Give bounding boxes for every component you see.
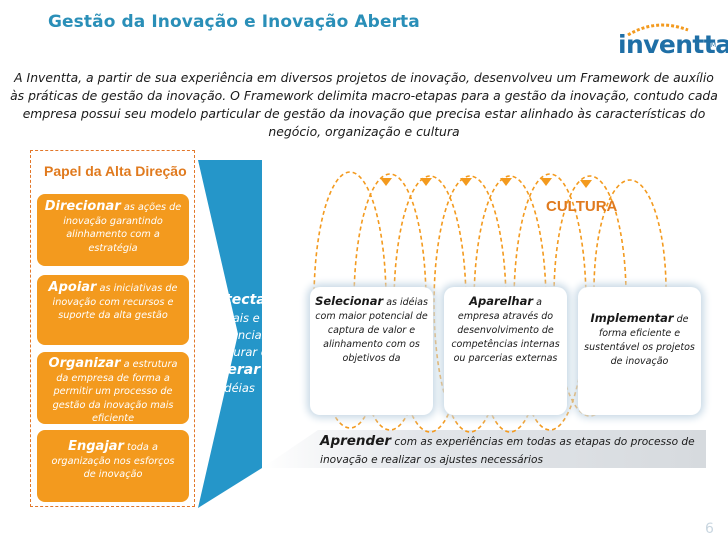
learn-key: Aprender	[320, 433, 392, 449]
stage-card-aparelhar: Aparelhar a empresa através do desenvolv…	[444, 287, 567, 415]
organizar-key: Organizar	[48, 356, 121, 371]
direcionar-key: Direcionar	[44, 199, 121, 214]
selecionar-key: Selecionar	[315, 294, 384, 308]
leadership-panel	[30, 150, 195, 507]
direcionar-box: Direcionar as ações de inovação garantin…	[37, 194, 189, 266]
logo-arc-icon	[627, 23, 689, 36]
inventta-logo: inventta TM	[618, 23, 728, 66]
engajar-box: Engajar toda a organização nos esforços …	[37, 430, 189, 502]
learn-text: Aprender com as experiências em todas as…	[320, 432, 700, 469]
aparelhar-text: a empresa através do desenvolvimento de …	[451, 297, 560, 364]
page-number: 6	[705, 521, 714, 537]
detect-line1: sinais e tendências,	[204, 311, 272, 342]
stage-card-selecionar: Selecionar as idéias com maior potencial…	[310, 287, 433, 415]
organizar-text: a estrutura da empresa de forma a permit…	[52, 359, 178, 424]
engajar-text: toda a organização nos esforços de inova…	[51, 442, 175, 480]
culture-label: CULTURA	[546, 198, 618, 215]
learning-bar	[262, 430, 706, 468]
learn-body: com as experiências em todas as etapas d…	[320, 436, 695, 466]
stage-card-implementar: Implementar de forma eficiente e sustent…	[578, 287, 701, 415]
process-arrow	[198, 160, 262, 508]
selecionar-text: as idéias com maior potencial de captura…	[315, 297, 428, 364]
loop-arrowheads	[380, 178, 592, 188]
detect-line2: capturar e	[208, 345, 268, 359]
intro-paragraph: A Inventta, a partir de sua experiência …	[10, 70, 718, 139]
implementar-text: de forma eficiente e sustentável os proj…	[584, 314, 695, 367]
direcionar-text: as ações de inovação garantindo alinhame…	[63, 202, 182, 254]
aparelhar-key: Aparelhar	[469, 294, 534, 308]
organizar-box: Organizar a estrutura da empresa de form…	[37, 352, 189, 424]
apoiar-key: Apoiar	[48, 280, 97, 295]
detect-key: Detectar	[204, 292, 273, 308]
apoiar-text: as iniciativas de inovação com recursos …	[52, 283, 178, 321]
detect-line3: idéias	[221, 381, 255, 395]
detect-key2: Gerar	[215, 362, 261, 378]
implementar-key: Implementar	[590, 311, 674, 325]
detect-block: Detectar sinais e tendências, capturar e…	[204, 291, 273, 397]
apoiar-box: Apoiar as iniciativas de inovação com re…	[37, 275, 189, 345]
engajar-key: Engajar	[68, 439, 124, 454]
page-title: Gestão da Inovação e Inovação Aberta	[48, 12, 420, 32]
logo-text: inventta	[618, 30, 728, 59]
leadership-title: Papel da Alta Direção	[44, 163, 187, 179]
logo-tm: TM	[707, 42, 716, 49]
